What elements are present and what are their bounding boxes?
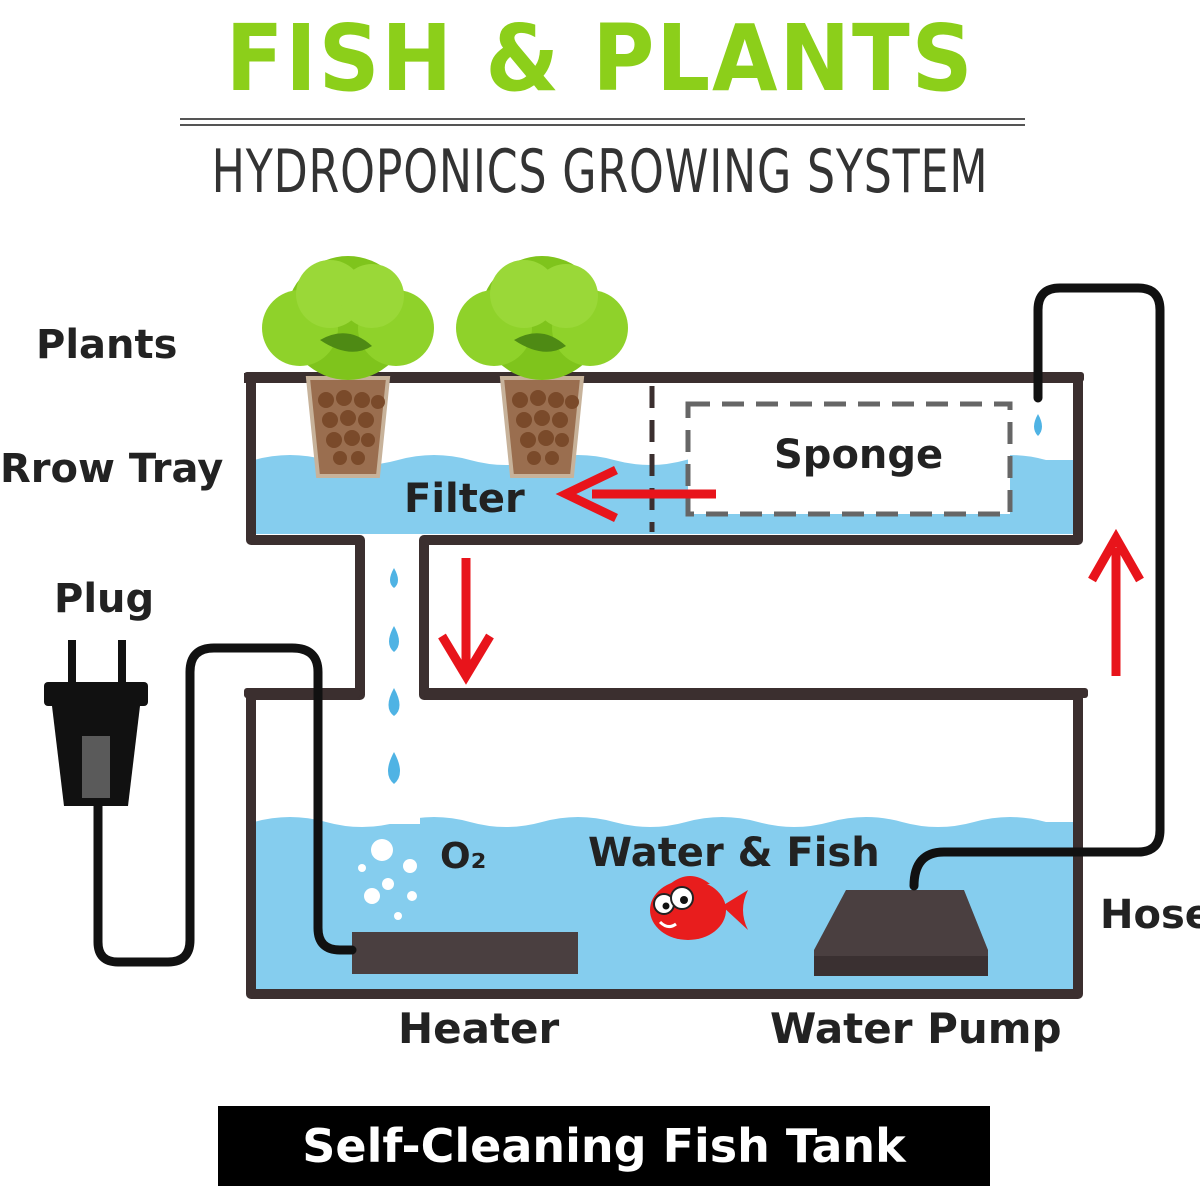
plant-icon bbox=[456, 256, 628, 478]
tray-rim bbox=[244, 372, 1084, 382]
heater-device bbox=[352, 932, 578, 974]
drain-channel bbox=[360, 534, 420, 824]
water-pump-label: Water Pump bbox=[770, 1004, 1062, 1053]
power-cord bbox=[93, 643, 357, 967]
tank-rim-right bbox=[424, 688, 1088, 698]
hose-line bbox=[909, 283, 1165, 891]
footer-banner: Self-Cleaning Fish Tank bbox=[218, 1106, 990, 1186]
heater-label: Heater bbox=[398, 1004, 560, 1053]
subtitle: HYDROPONICS GROWING SYSTEM bbox=[211, 137, 989, 207]
plug-icon bbox=[44, 640, 148, 806]
up-arrow-icon bbox=[1088, 528, 1144, 676]
plug-label: Plug bbox=[54, 576, 155, 622]
left-arrow-icon bbox=[555, 465, 716, 523]
footer-text: Self-Cleaning Fish Tank bbox=[302, 1119, 906, 1173]
main-title: FISH & PLANTS bbox=[225, 5, 975, 112]
sponge-label: Sponge bbox=[774, 432, 944, 478]
filter-label: Filter bbox=[404, 476, 525, 522]
tank-rim-left bbox=[244, 688, 360, 698]
water-fish-label: Water & Fish bbox=[588, 830, 880, 876]
grow-tray-label: Rrow Tray bbox=[0, 446, 224, 492]
plant-icon bbox=[262, 256, 434, 478]
plants-label: Plants bbox=[36, 322, 178, 368]
water-drop-icon bbox=[388, 414, 1042, 784]
title-rule-top bbox=[180, 118, 1025, 120]
water-pump-device bbox=[814, 890, 988, 976]
title-rule-bottom bbox=[180, 124, 1025, 126]
oxygen-bubbles bbox=[358, 839, 417, 920]
sponge-box bbox=[685, 401, 1013, 517]
down-arrow-icon bbox=[438, 558, 494, 685]
fish-icon bbox=[650, 876, 748, 940]
oxygen-label: O₂ bbox=[440, 836, 487, 877]
hose-label: Hose bbox=[1100, 892, 1200, 938]
